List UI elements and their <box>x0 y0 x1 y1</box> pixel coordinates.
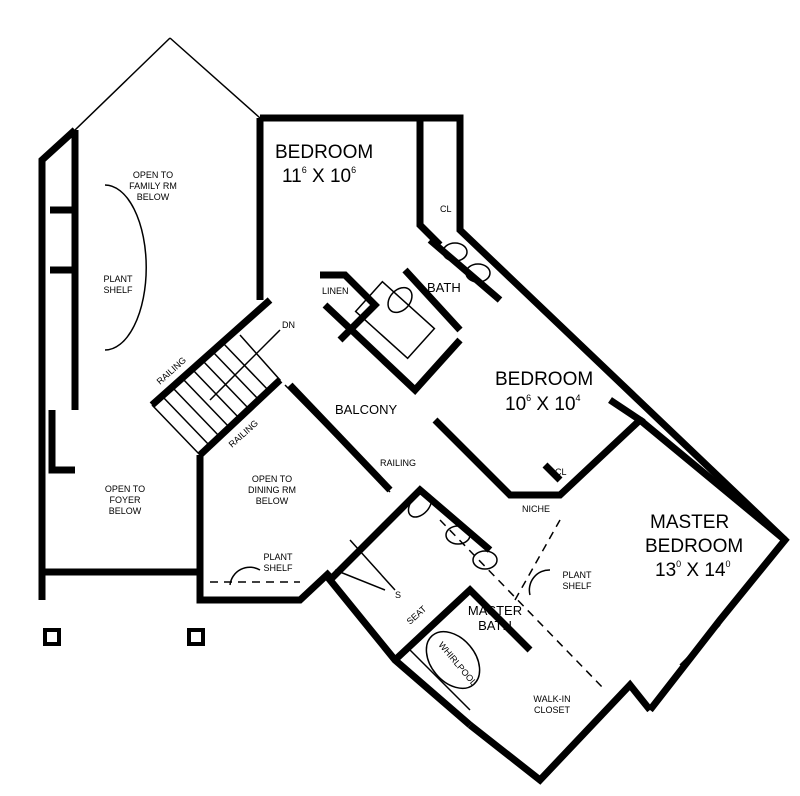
bedroom-2-label: BEDROOM <box>495 369 593 390</box>
balcony-label: BALCONY <box>335 402 397 417</box>
fixtures <box>104 184 606 691</box>
master-bedroom-label-1: MASTER <box>650 512 729 533</box>
linen-label: LINEN <box>322 286 349 296</box>
stairs-down-label: DN <box>282 320 295 330</box>
bath-label: BATH <box>427 280 461 295</box>
windows <box>74 37 721 711</box>
closet-label-2: CL <box>555 467 567 477</box>
staircase <box>151 329 282 457</box>
seat-label: SEAT <box>405 603 429 626</box>
closet-label-1: CL <box>440 204 452 214</box>
bedroom-1-dimensions: 116 X 106 <box>282 165 356 187</box>
master-bedroom-dimensions: 130 X 140 <box>655 559 731 581</box>
walls <box>38 114 790 785</box>
bedroom-2-dimensions: 106 X 104 <box>505 393 581 415</box>
shower-label: S <box>395 590 401 600</box>
bedroom-1-label: BEDROOM <box>275 142 373 163</box>
railing-label-3: RAILING <box>380 458 416 468</box>
niche-label: NICHE <box>522 504 550 514</box>
master-bedroom-label-2: BEDROOM <box>645 536 743 557</box>
